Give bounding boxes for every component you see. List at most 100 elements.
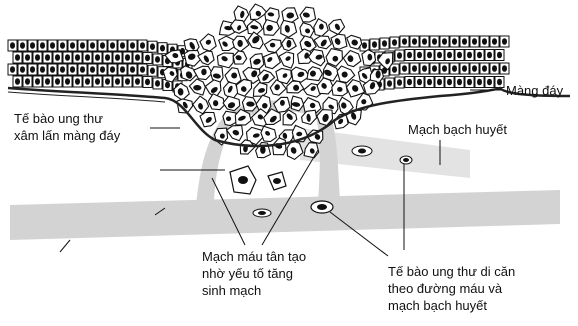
cell-nucleus <box>442 65 447 72</box>
label-line: theo đường máu và <box>388 280 515 297</box>
cell-nucleus <box>502 65 507 72</box>
cell-nucleus <box>10 42 15 49</box>
tumor-cell <box>264 53 281 69</box>
cell-nucleus <box>20 42 25 49</box>
cell-nucleus <box>25 54 30 61</box>
cell-nucleus <box>155 56 160 63</box>
cell-nucleus <box>130 42 135 49</box>
cell-nucleus <box>50 66 55 73</box>
cell-nucleus <box>85 54 90 61</box>
cell-nucleus <box>45 78 50 85</box>
cell-nucleus <box>477 79 482 86</box>
cell-nucleus <box>362 42 367 49</box>
cell-nucleus <box>60 42 65 49</box>
cell-nucleus <box>80 66 85 73</box>
cell-nucleus <box>135 54 140 61</box>
cell-nucleus <box>482 38 487 45</box>
cell-nucleus <box>477 52 482 59</box>
cell-nucleus <box>110 66 115 73</box>
cell-nucleus <box>65 54 70 61</box>
cell-nucleus <box>100 42 105 49</box>
cell-nucleus <box>140 66 145 73</box>
cell-nucleus <box>15 54 20 61</box>
cell-nucleus <box>392 66 397 73</box>
metastatic-cell <box>230 166 256 194</box>
cell-nucleus <box>140 42 145 49</box>
cell-nucleus <box>437 52 442 59</box>
cell-nucleus <box>407 79 412 86</box>
cell-nucleus <box>397 79 402 86</box>
cell-nucleus <box>110 42 115 49</box>
cell-nucleus <box>497 79 502 86</box>
cell-nucleus <box>492 65 497 72</box>
cell-nucleus <box>125 54 130 61</box>
cell-nucleus <box>407 52 412 59</box>
label-line: Tế bào ung thư <box>14 110 120 127</box>
cell-nucleus <box>130 66 135 73</box>
cell-nucleus <box>115 78 120 85</box>
cell-nucleus <box>160 45 165 52</box>
cell-nucleus <box>135 78 140 85</box>
cell-nucleus <box>427 52 432 59</box>
cell-nucleus <box>105 54 110 61</box>
cell-nucleus <box>15 78 20 85</box>
cell-nucleus <box>422 38 427 45</box>
cell-nucleus <box>432 65 437 72</box>
cell-nucleus <box>482 65 487 72</box>
cell-nucleus <box>472 38 477 45</box>
cell-nucleus <box>90 66 95 73</box>
cell-nucleus <box>90 42 95 49</box>
cell-nucleus <box>487 79 492 86</box>
cell-nucleus <box>55 78 60 85</box>
cell-nucleus <box>372 41 377 48</box>
tick-left-1 <box>60 240 70 252</box>
cell-nucleus <box>150 43 155 50</box>
cell-nucleus <box>75 78 80 85</box>
label-line: sinh mạch <box>202 282 306 299</box>
label-metastatic-cells: Tế bào ung thư di căn theo đường máu và … <box>388 263 515 314</box>
cell-nucleus <box>120 66 125 73</box>
label-lymph-vessel: Mạch bạch huyết <box>408 121 507 138</box>
cell-nucleus <box>442 38 447 45</box>
cell-nucleus <box>80 42 85 49</box>
cell-nucleus <box>427 79 432 86</box>
metastatic-cell <box>253 209 271 217</box>
cell-nucleus <box>10 66 15 73</box>
cell-nucleus <box>150 67 155 74</box>
label-invading-cells: Tế bào ung thư xâm lấn màng đáy <box>14 110 120 144</box>
label-basement-membrane: Màng đáy <box>506 82 563 99</box>
cell-nucleus <box>105 78 110 85</box>
cell-nucleus <box>155 80 160 87</box>
cell-nucleus <box>25 78 30 85</box>
cell-nucleus <box>55 54 60 61</box>
cell-nucleus <box>40 66 45 73</box>
label-line: Mạch máu tân tạo <box>202 248 306 265</box>
label-line: Mạch bạch huyết <box>408 121 507 138</box>
cell-nucleus <box>35 78 40 85</box>
cell-nucleus <box>387 80 392 87</box>
blood-vessel <box>10 190 560 240</box>
cell-nucleus <box>70 66 75 73</box>
cell-nucleus <box>467 79 472 86</box>
cell-nucleus <box>397 52 402 59</box>
cell-nucleus <box>70 42 75 49</box>
cell-nucleus <box>95 78 100 85</box>
cell-nucleus <box>492 38 497 45</box>
label-line: Màng đáy <box>506 82 563 99</box>
cell-nucleus <box>145 55 150 62</box>
cell-nucleus <box>20 66 25 73</box>
cell-nucleus <box>452 38 457 45</box>
label-line: xâm lấn màng đáy <box>14 127 120 144</box>
cell-nucleus <box>382 40 387 47</box>
cell-nucleus <box>402 38 407 45</box>
cell-nucleus <box>462 38 467 45</box>
cell-nucleus <box>45 54 50 61</box>
cell-nucleus <box>100 66 105 73</box>
cell-nucleus <box>487 52 492 59</box>
cell-nucleus <box>417 52 422 59</box>
cell-nucleus <box>472 65 477 72</box>
cell-nucleus <box>432 38 437 45</box>
cell-nucleus <box>402 65 407 72</box>
cell-nucleus <box>502 38 507 45</box>
cell-nucleus <box>437 79 442 86</box>
